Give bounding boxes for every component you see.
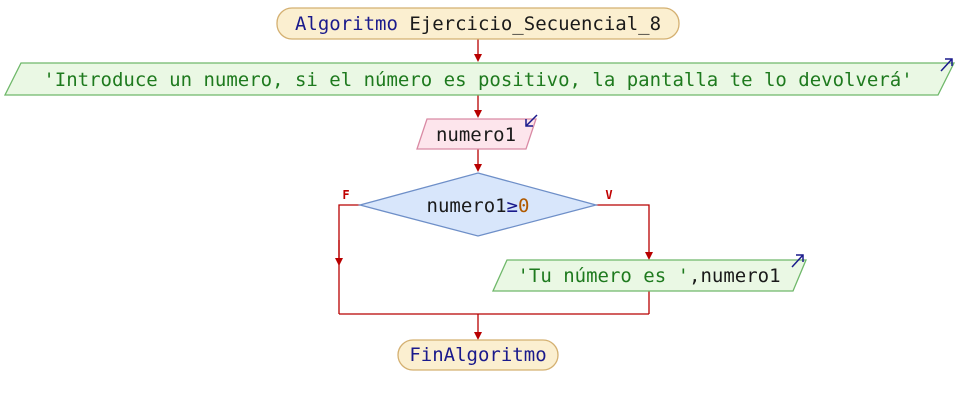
decision-variable: numero1 <box>427 195 507 217</box>
output-result-block: 'Tu número es ',numero1 <box>491 254 807 292</box>
connector-false-branch <box>338 204 360 314</box>
output-result-variable: numero1 <box>700 265 780 287</box>
end-terminal: FinAlgoritmo <box>397 339 559 371</box>
decision-value: 0 <box>518 195 529 217</box>
output-prompt-text: 'Introduce un numero, si el número es po… <box>43 69 912 91</box>
start-terminal: Algoritmo Ejercicio_Secuencial_8 <box>276 7 680 40</box>
output-result-separator: , <box>689 265 700 287</box>
input-arrow-icon <box>525 114 538 127</box>
false-branch-label: F <box>342 188 349 202</box>
input-block: numero1 <box>416 114 538 150</box>
decision-operator: ≥ <box>507 195 518 217</box>
start-keyword: Algoritmo <box>295 13 398 35</box>
svg-text:Algoritmo Ejercicio_Secuencial: Algoritmo Ejercicio_Secuencial_8 <box>295 13 661 35</box>
output-result-string: 'Tu número es ' <box>517 265 689 287</box>
input-variable: numero1 <box>436 124 516 146</box>
decision-block: numero1≥0 F V <box>342 172 613 237</box>
output-result-arrow-icon <box>791 254 804 268</box>
connector-true-branch <box>596 204 653 260</box>
svg-text:'Tu número es ',numero1: 'Tu número es ',numero1 <box>517 265 780 287</box>
algorithm-name: Ejercicio_Secuencial_8 <box>409 13 661 35</box>
svg-text:numero1≥0: numero1≥0 <box>427 195 530 217</box>
end-keyword: FinAlgoritmo <box>409 344 546 366</box>
output-prompt-block: 'Introduce un numero, si el número es po… <box>3 58 956 96</box>
connectors <box>335 39 653 340</box>
true-branch-label: V <box>605 188 612 202</box>
output-arrow-icon <box>940 58 953 72</box>
